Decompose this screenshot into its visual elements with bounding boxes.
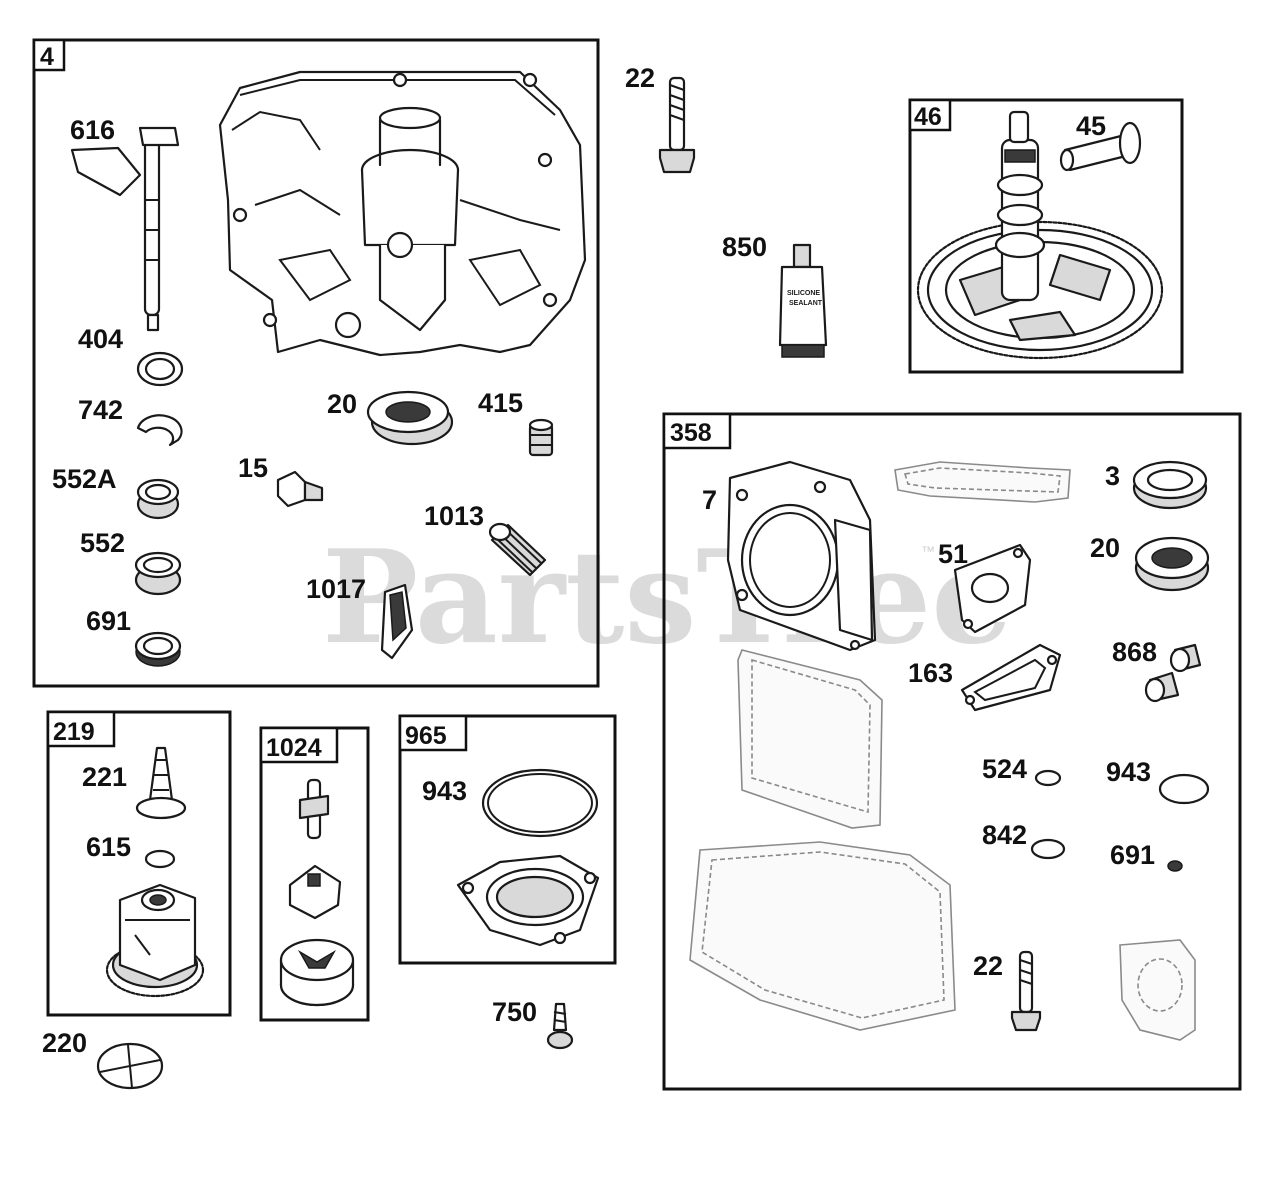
part-616[interactable]: 616 [70, 115, 180, 332]
part-22-b-label: 22 [973, 951, 1003, 981]
part-750-label: 750 [492, 997, 537, 1027]
part-691-a-label: 691 [86, 606, 131, 636]
group-46-label: 46 [914, 103, 942, 131]
part-15[interactable]: 15 [238, 453, 324, 508]
part-22-b[interactable]: 22 [973, 950, 1042, 1032]
part-404-label: 404 [78, 324, 123, 354]
part-163-label: 163 [908, 658, 953, 688]
pump-inner-rotor[interactable] [288, 864, 342, 920]
part-1017[interactable]: 1017 [306, 574, 414, 660]
part-850[interactable]: 850 SILICONE SEALANT [722, 232, 828, 358]
part-1017-label: 1017 [306, 574, 366, 604]
group-4-frame [32, 38, 600, 688]
part-51-label: 51 [938, 539, 968, 569]
part-750[interactable]: 750 [492, 997, 574, 1050]
part-15-label: 15 [238, 453, 268, 483]
part-20-a-label: 20 [327, 389, 357, 419]
group-46-frame [908, 98, 1184, 374]
part-615-label: 615 [86, 832, 131, 862]
part-220-label: 220 [42, 1028, 87, 1058]
part-3-label: 3 [1105, 461, 1120, 491]
part-943-b-label: 943 [1106, 757, 1151, 787]
oil-pump-gear[interactable] [105, 883, 205, 998]
part-691-a[interactable]: 691 [86, 606, 182, 667]
group-219-frame [46, 710, 232, 1017]
watermark-trademark: ™ [921, 543, 935, 559]
part-220[interactable]: 220 [42, 1028, 164, 1090]
crankcase-cover[interactable] [218, 70, 587, 357]
part-842-label: 842 [982, 820, 1027, 850]
part-3[interactable]: 3 [1105, 460, 1208, 510]
part-22-a[interactable]: 22 [625, 63, 696, 174]
pump-outer-rotor[interactable] [279, 938, 355, 1007]
oil-pump-cover[interactable] [456, 854, 600, 947]
part-404[interactable]: 404 [78, 324, 184, 387]
part-524-label: 524 [982, 754, 1027, 784]
group-1024-tag [259, 726, 339, 764]
part-221-label: 221 [82, 762, 127, 792]
part-850-label: 850 [722, 232, 767, 262]
part-615[interactable]: 615 [86, 832, 176, 869]
watermark: PartsTree [322, 523, 1013, 673]
part-943-a-label: 943 [422, 776, 467, 806]
part-524[interactable]: 524 [982, 754, 1062, 787]
part-868[interactable]: 868 [1112, 637, 1202, 703]
part-742-label: 742 [78, 395, 123, 425]
group-1024-label: 1024 [266, 734, 322, 762]
group-358[interactable]: 358 7 3 [662, 412, 1242, 1091]
part-45[interactable]: 45 [1059, 111, 1142, 172]
group-358-frame [662, 412, 1242, 1091]
group-358-tag [662, 412, 732, 450]
group-4-tag [32, 38, 66, 72]
group-965-label: 965 [405, 722, 447, 750]
part-842[interactable]: 842 [982, 820, 1066, 860]
part-45-label: 45 [1076, 111, 1106, 141]
pump-shaft[interactable] [298, 778, 330, 840]
part-20-b[interactable]: 20 [1090, 533, 1210, 592]
group-219-tag [46, 710, 116, 748]
group-4-label: 4 [40, 43, 54, 71]
group-358-label: 358 [670, 419, 712, 447]
part-1013[interactable]: 1013 [424, 501, 547, 577]
group-219[interactable]: 219 221 615 [46, 710, 232, 1017]
part-616-label: 616 [70, 115, 115, 145]
part-742[interactable]: 742 [78, 395, 183, 447]
part-415[interactable]: 415 [478, 388, 554, 457]
group-965-tag [398, 714, 468, 752]
camshaft-gear[interactable] [916, 110, 1164, 360]
part-691-b-label: 691 [1110, 840, 1155, 870]
tube-text-2: SEALANT [789, 300, 823, 307]
part-943-a[interactable]: 943 [422, 768, 599, 838]
group-1024[interactable]: 1024 [259, 726, 370, 1022]
part-221[interactable]: 221 [82, 746, 187, 820]
part-22-a-label: 22 [625, 63, 655, 93]
group-219-label: 219 [53, 718, 95, 746]
tube-text-1: SILICONE [787, 290, 820, 297]
ghost-gaskets [689, 461, 1196, 1041]
group-965[interactable]: 965 943 [398, 714, 617, 965]
part-552[interactable]: 552 [80, 528, 182, 596]
part-943-b[interactable]: 943 [1106, 757, 1210, 805]
part-868-label: 868 [1112, 637, 1157, 667]
group-965-frame [398, 714, 617, 965]
part-7[interactable]: 7 [702, 460, 877, 652]
part-51[interactable]: 51 [938, 539, 1032, 634]
part-552a[interactable]: 552A [52, 464, 180, 520]
part-691-b[interactable]: 691 [1110, 840, 1183, 872]
part-163[interactable]: 163 [908, 643, 1062, 712]
part-1013-label: 1013 [424, 501, 484, 531]
part-552a-label: 552A [52, 464, 117, 494]
part-552-label: 552 [80, 528, 125, 558]
group-4[interactable]: 4 616 [32, 38, 600, 688]
part-20-a[interactable]: 20 [327, 389, 454, 446]
part-7-label: 7 [702, 485, 717, 515]
part-415-label: 415 [478, 388, 523, 418]
group-46[interactable]: 46 45 [908, 98, 1184, 374]
group-46-tag [908, 98, 952, 132]
part-20-b-label: 20 [1090, 533, 1120, 563]
